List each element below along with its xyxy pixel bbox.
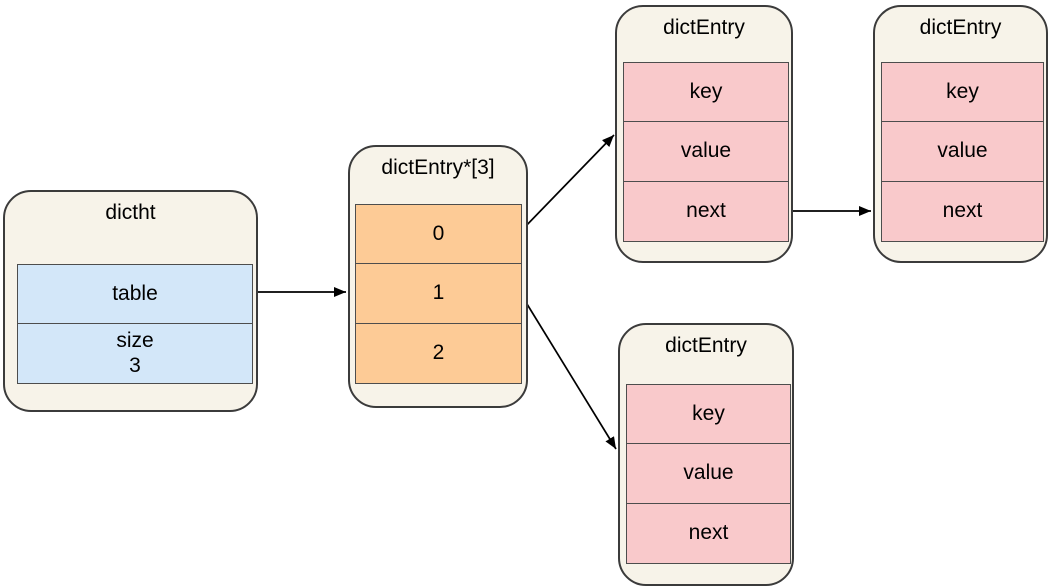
cell-key: key	[626, 384, 791, 444]
cell-slot-2-label: 2	[432, 341, 445, 365]
cell-next-label: next	[688, 521, 729, 545]
node-bucket-array: dictEntry*[3] 0 1 2	[348, 145, 528, 408]
arrow-slot1-to-dictentry	[518, 290, 617, 450]
cell-key: key	[623, 62, 789, 122]
node-dictht: dictht table size 3	[3, 190, 258, 412]
cell-next: next	[881, 182, 1044, 242]
cell-slot-1-label: 1	[432, 281, 445, 305]
node-dictentry-top-second: dictEntry key value next	[873, 5, 1048, 263]
node-dictht-title: dictht	[105, 201, 156, 224]
node-dictentry-top-second-title: dictEntry	[919, 16, 1002, 39]
node-dictentry-top-first: dictEntry key value next	[615, 5, 793, 263]
cell-key: key	[881, 62, 1044, 122]
arrow-slot0-to-dictentry	[520, 134, 615, 232]
node-dictentry-top-first-title: dictEntry	[663, 16, 745, 39]
cell-slot-0-label: 0	[432, 221, 445, 245]
cell-value-label: value	[683, 461, 734, 485]
cell-value: value	[881, 122, 1044, 182]
cell-size: size 3	[17, 324, 253, 384]
cell-value: value	[626, 444, 791, 504]
cell-key-label: key	[689, 79, 723, 103]
cell-slot-1: 1	[355, 264, 522, 324]
cell-table-label: table	[112, 281, 158, 305]
cell-value: value	[623, 122, 789, 182]
node-bucket-array-title: dictEntry*[3]	[381, 156, 495, 179]
cell-key-label: key	[946, 79, 979, 103]
cell-slot-0: 0	[355, 204, 522, 264]
cell-next: next	[623, 182, 789, 242]
node-dictentry-bottom-title: dictEntry	[665, 334, 747, 357]
cell-next-label: next	[686, 199, 726, 223]
cell-value-label: value	[680, 139, 732, 163]
cell-size-label: size	[116, 329, 154, 353]
cell-value-label: value	[937, 139, 988, 163]
cell-size-value: 3	[129, 353, 141, 377]
cell-next: next	[626, 504, 791, 564]
cell-slot-2: 2	[355, 324, 522, 384]
cell-key-label: key	[692, 401, 725, 425]
node-dictentry-bottom: dictEntry key value next	[618, 323, 794, 586]
cell-next-label: next	[942, 199, 983, 223]
cell-table: table	[17, 264, 253, 324]
